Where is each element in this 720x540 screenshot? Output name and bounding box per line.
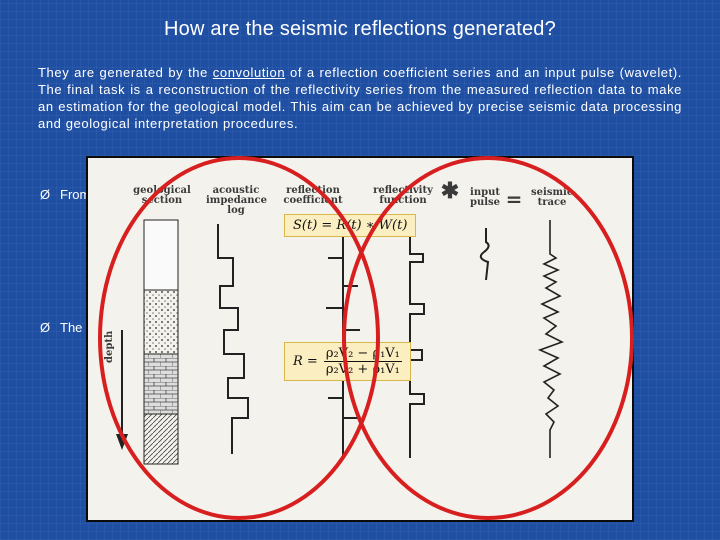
bullet-text: From [60,187,91,202]
intro-text-before: They are generated by the [38,65,213,80]
intro-paragraph: They are generated by the convolution of… [38,64,682,132]
bullet-from: Ø From [40,187,90,202]
bullet-arrow-icon: Ø [40,187,51,202]
right-highlight-circle [342,156,634,520]
bullet-text: The [60,320,83,335]
slide-title: How are the seismic reflections generate… [164,18,556,40]
bullet-arrow-icon: Ø [40,320,51,335]
convolution-figure: geological section acoustic impedance lo… [86,156,634,522]
left-highlight-circle [98,156,380,520]
intro-text-after: of a reflection coefficient series and a… [38,65,682,131]
bullet-the: Ø The [40,320,82,335]
convolution-term: convolution [212,65,286,80]
